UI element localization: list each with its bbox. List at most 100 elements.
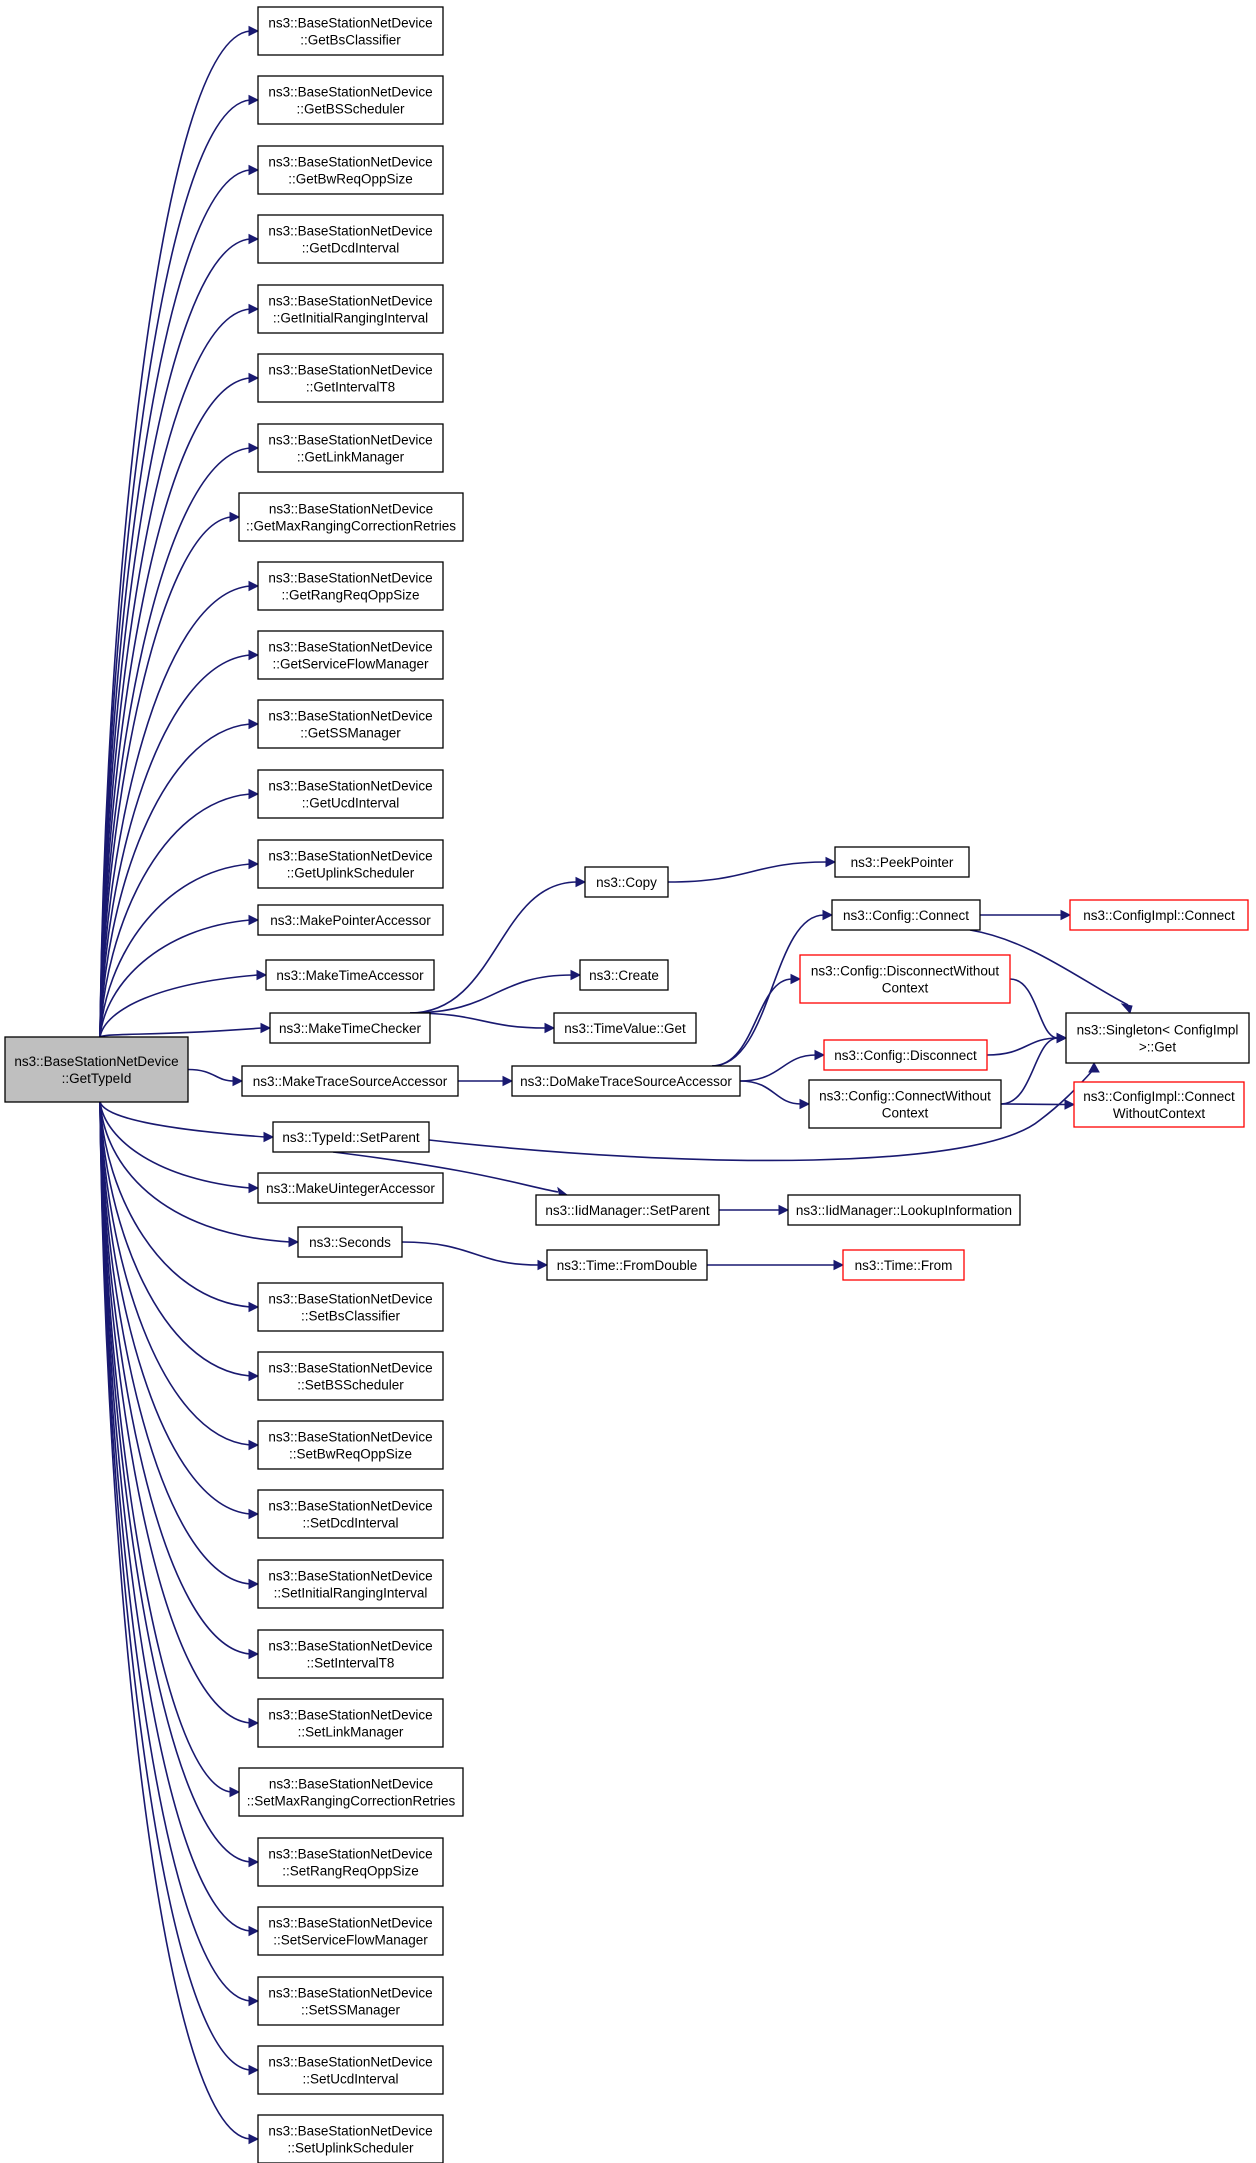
node-label: ns3::BaseStationNetDevice <box>268 849 432 864</box>
node-setdcdinterval[interactable]: ns3::BaseStationNetDevice::SetDcdInterva… <box>257 1489 444 1539</box>
node-getucdinterval[interactable]: ns3::BaseStationNetDevice::GetUcdInterva… <box>257 769 444 819</box>
node-label: ::SetBSScheduler <box>297 1378 404 1393</box>
node-setinitialranginginterval[interactable]: ns3::BaseStationNetDevice::SetInitialRan… <box>257 1559 444 1609</box>
node-label: ns3::BaseStationNetDevice <box>268 709 432 724</box>
node-getssmanager[interactable]: ns3::BaseStationNetDevice::GetSSManager <box>257 699 444 749</box>
node-getdcdinterval[interactable]: ns3::BaseStationNetDevice::GetDcdInterva… <box>257 214 444 264</box>
node-label: ns3::BaseStationNetDevice <box>268 1361 432 1376</box>
call-edge <box>99 1101 291 1243</box>
node-label: ns3::IidManager::LookupInformation <box>796 1203 1012 1218</box>
call-edge <box>99 516 232 1038</box>
node-configimplconnect[interactable]: ns3::ConfigImpl::Connect <box>1069 899 1249 931</box>
node-box <box>257 1906 444 1956</box>
node-create[interactable]: ns3::Create <box>579 959 669 991</box>
call-edge <box>1000 1103 1067 1106</box>
node-getbsscheduler[interactable]: ns3::BaseStationNetDevice::GetBSSchedule… <box>257 75 444 125</box>
node-box <box>257 6 444 56</box>
node-setssmanager[interactable]: ns3::BaseStationNetDevice::SetSSManager <box>257 1976 444 2026</box>
node-setrangreqoppsize[interactable]: ns3::BaseStationNetDevice::SetRangReqOpp… <box>257 1837 444 1887</box>
node-makeuintegeraccessor[interactable]: ns3::MakeUintegerAccessor <box>257 1172 444 1204</box>
node-label: ns3::BaseStationNetDevice <box>268 1847 432 1862</box>
node-configdisconnect[interactable]: ns3::Config::Disconnect <box>823 1039 988 1071</box>
node-setbsscheduler[interactable]: ns3::BaseStationNetDevice::SetBSSchedule… <box>257 1351 444 1401</box>
node-label: ns3::BaseStationNetDevice <box>268 1569 432 1584</box>
node-setbwreqoppsize[interactable]: ns3::BaseStationNetDevice::SetBwReqOppSi… <box>257 1420 444 1470</box>
node-label: ns3::Singleton< ConfigImpl <box>1077 1023 1239 1038</box>
node-label: ns3::Config::Disconnect <box>834 1048 977 1063</box>
node-domaketracesourceaccessor[interactable]: ns3::DoMakeTraceSourceAccessor <box>511 1065 741 1097</box>
node-label: >::Get <box>1139 1040 1176 1055</box>
edge-arrowhead <box>814 1049 826 1061</box>
node-getrangreqoppsize[interactable]: ns3::BaseStationNetDevice::GetRangReqOpp… <box>257 561 444 611</box>
node-getlinkmanager[interactable]: ns3::BaseStationNetDevice::GetLinkManage… <box>257 423 444 473</box>
node-label: ns3::BaseStationNetDevice <box>268 640 432 655</box>
node-copy[interactable]: ns3::Copy <box>584 866 669 898</box>
node-configconnect[interactable]: ns3::Config::Connect <box>831 899 981 931</box>
node-timefrom[interactable]: ns3::Time::From <box>842 1249 965 1281</box>
node-setlinkmanager[interactable]: ns3::BaseStationNetDevice::SetLinkManage… <box>257 1698 444 1748</box>
node-getmaxrangingcorrectionretries[interactable]: ns3::BaseStationNetDevice::GetMaxRanging… <box>238 492 464 542</box>
node-label: ::SetLinkManager <box>298 1725 404 1740</box>
node-label: ::SetRangReqOppSize <box>282 1864 419 1879</box>
node-label: ns3::Create <box>589 968 659 983</box>
node-timevalueget[interactable]: ns3::TimeValue::Get <box>553 1012 697 1044</box>
call-edge <box>99 1101 251 1585</box>
edge-arrowhead <box>248 914 260 926</box>
node-label: ns3::BaseStationNetDevice <box>268 2124 432 2139</box>
edge-arrowhead <box>822 909 834 921</box>
node-getserviceflowmanager[interactable]: ns3::BaseStationNetDevice::GetServiceFlo… <box>257 630 444 680</box>
call-edge <box>99 1101 251 1932</box>
node-getuplinkscheduler[interactable]: ns3::BaseStationNetDevice::GetUplinkSche… <box>257 839 444 889</box>
node-iidmanagersetparent[interactable]: ns3::IidManager::SetParent <box>535 1194 720 1226</box>
call-edge <box>409 881 578 1014</box>
node-getbsclassifier[interactable]: ns3::BaseStationNetDevice::GetBsClassifi… <box>257 6 444 56</box>
node-box <box>257 561 444 611</box>
node-getbwreqoppsize[interactable]: ns3::BaseStationNetDevice::GetBwReqOppSi… <box>257 145 444 195</box>
node-peekpointer[interactable]: ns3::PeekPointer <box>834 846 970 878</box>
node-box <box>834 846 970 878</box>
edge-arrowhead <box>833 1259 845 1271</box>
node-box <box>272 1121 430 1153</box>
node-box <box>257 630 444 680</box>
node-label: ns3::MakeTraceSourceAccessor <box>253 1074 448 1089</box>
node-box <box>842 1249 965 1281</box>
node-maketimechecker[interactable]: ns3::MakeTimeChecker <box>269 1012 431 1044</box>
node-label: ::SetMaxRangingCorrectionRetries <box>247 1794 456 1809</box>
node-box <box>257 839 444 889</box>
node-timefromdouble[interactable]: ns3::Time::FromDouble <box>546 1249 708 1281</box>
node-makepointeraccessor[interactable]: ns3::MakePointerAccessor <box>257 904 444 936</box>
node-box <box>546 1249 708 1281</box>
node-setintervalt8[interactable]: ns3::BaseStationNetDevice::SetIntervalT8 <box>257 1629 444 1679</box>
node-setucdinterval[interactable]: ns3::BaseStationNetDevice::SetUcdInterva… <box>257 2045 444 2095</box>
node-maketimeaccessor[interactable]: ns3::MakeTimeAccessor <box>265 959 435 991</box>
node-box <box>257 353 444 403</box>
call-edge <box>99 169 251 1038</box>
node-setbsclassifier[interactable]: ns3::BaseStationNetDevice::SetBsClassifi… <box>257 1282 444 1332</box>
node-getinitialranginginterval[interactable]: ns3::BaseStationNetDevice::GetInitialRan… <box>257 284 444 334</box>
call-edge <box>99 238 251 1038</box>
node-label: ns3::Config::DisconnectWithout <box>811 964 1000 979</box>
edge-arrowhead <box>248 858 260 870</box>
edge-arrowhead <box>1064 1099 1076 1110</box>
node-label: ::GetDcdInterval <box>302 241 400 256</box>
node-root[interactable]: ns3::BaseStationNetDevice::GetTypeId <box>4 1036 189 1103</box>
node-iidmanagerlookupinformation[interactable]: ns3::IidManager::LookupInformation <box>787 1194 1021 1226</box>
node-typeidsetparent[interactable]: ns3::TypeId::SetParent <box>272 1121 430 1153</box>
node-singletonget[interactable]: ns3::Singleton< ConfigImpl >::Get <box>1065 1012 1250 1064</box>
node-setserviceflowmanager[interactable]: ns3::BaseStationNetDevice::SetServiceFlo… <box>257 1906 444 1956</box>
edge-arrowhead <box>544 1022 556 1034</box>
edge-arrowhead <box>229 1786 241 1798</box>
edge-arrowhead <box>248 2064 260 2076</box>
node-getintervalt8[interactable]: ns3::BaseStationNetDevice::GetIntervalT8 <box>257 353 444 403</box>
node-box <box>799 954 1011 1004</box>
node-setuplinkscheduler[interactable]: ns3::BaseStationNetDevice::SetUplinkSche… <box>257 2114 444 2163</box>
node-label: ns3::BaseStationNetDevice <box>268 779 432 794</box>
node-setmaxrangingcorrectionretries[interactable]: ns3::BaseStationNetDevice::SetMaxRanging… <box>238 1767 464 1817</box>
node-maketracesourceaccessor[interactable]: ns3::MakeTraceSourceAccessor <box>241 1065 459 1097</box>
node-label: ::GetRangReqOppSize <box>281 588 419 603</box>
node-seconds[interactable]: ns3::Seconds <box>297 1226 403 1258</box>
node-label: ns3::BaseStationNetDevice <box>268 433 432 448</box>
